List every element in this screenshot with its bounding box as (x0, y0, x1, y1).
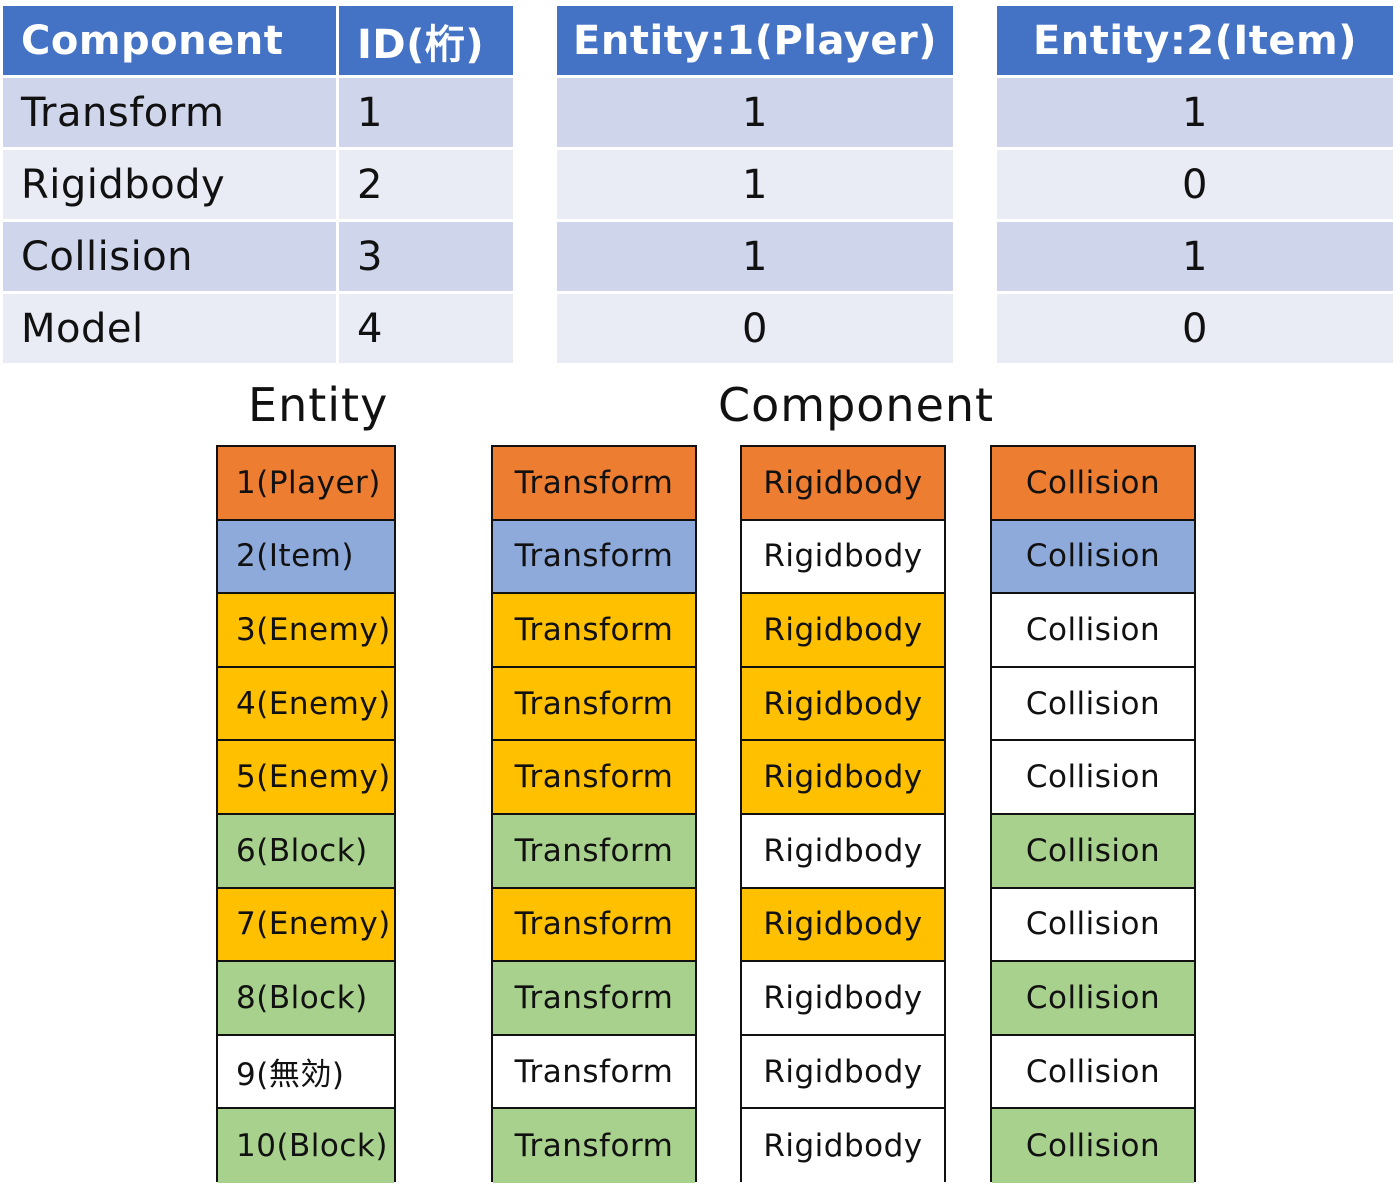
collision-block: Collision (992, 520, 1194, 595)
rigidbody-block: Rigidbody (742, 667, 944, 742)
collision-block: Collision (992, 667, 1194, 742)
header-entity-1: Entity:1(Player) (557, 6, 953, 75)
flag-cell: 1 (557, 150, 953, 219)
table-header-row: Entity:1(Player) (557, 6, 953, 75)
header-entity-2: Entity:2(Item) (997, 6, 1393, 75)
flag-cell: 1 (997, 78, 1393, 147)
table-row: Transform 1 (3, 78, 513, 147)
rigidbody-block: Rigidbody (742, 1035, 944, 1110)
entity-block: 3(Enemy) (218, 594, 394, 668)
flag-cell: 1 (557, 222, 953, 291)
table-row: 1 (557, 222, 953, 291)
table-row: 0 (557, 294, 953, 363)
component-id-cell: 2 (339, 150, 513, 219)
entity-block: 4(Enemy) (218, 667, 394, 742)
component-id-cell: 3 (339, 222, 513, 291)
transform-block: Transform (493, 594, 695, 668)
collision-block: Collision (992, 888, 1194, 963)
flag-cell: 0 (997, 294, 1393, 363)
transform-block: Transform (493, 520, 695, 595)
entity-title: Entity (248, 378, 389, 432)
entity-block: 2(Item) (218, 520, 394, 595)
collision-block: Collision (992, 814, 1194, 889)
table-header-row: Entity:2(Item) (997, 6, 1393, 75)
component-name-cell: Transform (3, 78, 336, 147)
component-id-cell: 4 (339, 294, 513, 363)
component-name-cell: Rigidbody (3, 150, 336, 219)
rigidbody-block: Rigidbody (742, 741, 944, 815)
rigidbody-block: Rigidbody (742, 814, 944, 889)
table-row: 1 (557, 78, 953, 147)
component-name-cell: Model (3, 294, 336, 363)
collision-block: Collision (992, 741, 1194, 815)
collision-block: Collision (992, 962, 1194, 1036)
flag-cell: 0 (557, 294, 953, 363)
transform-block: Transform (493, 888, 695, 963)
rigidbody-block: Rigidbody (742, 447, 944, 521)
entity-block: 8(Block) (218, 962, 394, 1036)
collision-block: Collision (992, 1109, 1194, 1183)
table-row: 1 (997, 78, 1393, 147)
transform-block: Transform (493, 741, 695, 815)
collision-block: Collision (992, 594, 1194, 668)
entity-2-table: Entity:2(Item) 1 0 1 0 (997, 6, 1393, 363)
entity-1-table: Entity:1(Player) 1 1 1 0 (557, 6, 953, 363)
component-name-cell: Collision (3, 222, 336, 291)
component-id-table: Component ID(桁) Transform 1 Rigidbody 2 … (3, 6, 513, 363)
table-header-row: Component ID(桁) (3, 6, 513, 75)
transform-block: Transform (493, 447, 695, 521)
entity-block: 6(Block) (218, 814, 394, 889)
rigidbody-block: Rigidbody (742, 888, 944, 963)
header-id: ID(桁) (339, 6, 513, 75)
transform-block: Transform (493, 667, 695, 742)
rigidbody-block: Rigidbody (742, 1109, 944, 1183)
rigidbody-block: Rigidbody (742, 962, 944, 1036)
entity-block: 9(無効) (218, 1035, 394, 1110)
entity-block: 7(Enemy) (218, 888, 394, 963)
entity-block: 1(Player) (218, 447, 394, 521)
flag-cell: 1 (557, 78, 953, 147)
header-component: Component (3, 6, 336, 75)
rigidbody-block: Rigidbody (742, 594, 944, 668)
table-row: Model 4 (3, 294, 513, 363)
table-row: 0 (997, 294, 1393, 363)
transform-block: Transform (493, 1035, 695, 1110)
collision-block: Collision (992, 1035, 1194, 1110)
table-row: Rigidbody 2 (3, 150, 513, 219)
rigidbody-block: Rigidbody (742, 520, 944, 595)
entity-column: 1(Player)2(Item)3(Enemy)4(Enemy)5(Enemy)… (216, 445, 396, 1183)
transform-block: Transform (493, 962, 695, 1036)
transform-block: Transform (493, 814, 695, 889)
component-title: Component (718, 378, 995, 432)
flag-cell: 0 (997, 150, 1393, 219)
table-row: 1 (557, 150, 953, 219)
component-id-cell: 1 (339, 78, 513, 147)
transform-block: Transform (493, 1109, 695, 1183)
collision-block: Collision (992, 447, 1194, 521)
table-row: Collision 3 (3, 222, 513, 291)
flag-cell: 1 (997, 222, 1393, 291)
entity-block: 10(Block) (218, 1109, 394, 1183)
table-row: 1 (997, 222, 1393, 291)
entity-block: 5(Enemy) (218, 741, 394, 815)
table-row: 0 (997, 150, 1393, 219)
